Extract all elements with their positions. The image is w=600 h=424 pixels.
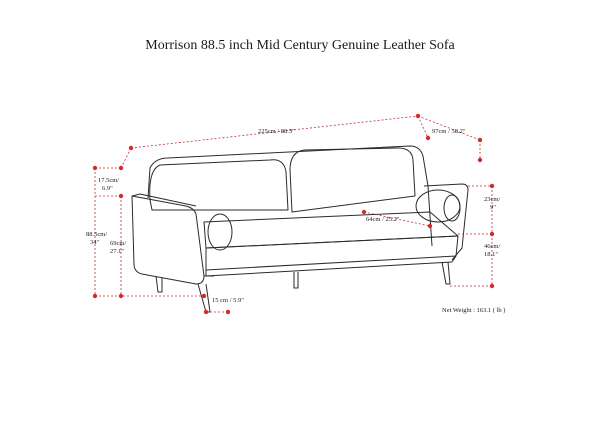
total-height-label-2: 34"	[90, 239, 100, 246]
leg-front-right	[441, 261, 451, 285]
left-arm	[131, 195, 205, 285]
back-cushion-left	[149, 159, 289, 211]
dot	[118, 293, 124, 299]
pillow-left	[207, 213, 233, 251]
pillow-label-1: 23cm/	[484, 196, 500, 203]
front-rail	[205, 235, 459, 271]
dot	[118, 165, 124, 171]
back-frame	[147, 145, 429, 199]
seat-height-label-1: 46cm/	[484, 243, 500, 250]
leg-back-right	[293, 272, 299, 289]
seat-depth-label: 64cm / 25.2"	[366, 216, 400, 223]
arm-height-label-2: 6.9"	[102, 185, 113, 192]
dimension-dots	[92, 113, 495, 315]
dot	[201, 293, 207, 299]
dot	[225, 309, 231, 315]
dot	[427, 223, 433, 229]
dot	[477, 137, 483, 143]
depth-label: 97cm / 38.2"	[432, 128, 466, 135]
dot	[92, 165, 98, 171]
pillow-label-2: 9"	[490, 204, 496, 211]
arm-height-label-1: 17.5cm/	[98, 177, 119, 184]
dot	[128, 145, 134, 151]
dot	[361, 209, 367, 215]
dot	[477, 157, 483, 163]
diagram-title: Morrison 88.5 inch Mid Century Genuine L…	[145, 38, 455, 53]
dot	[489, 183, 495, 189]
dot	[489, 231, 495, 237]
dot	[92, 293, 98, 299]
width-label: 225cm / 88.5"	[258, 128, 295, 135]
dimension-labels: 225cm / 88.5" 97cm / 38.2" 17.5cm/ 6.9" …	[86, 128, 505, 314]
back-cushion-right	[289, 147, 416, 213]
sofa-outline	[131, 145, 469, 313]
dot	[489, 283, 495, 289]
dot	[425, 135, 431, 141]
net-weight-label: Net Weight : 163.1 ( lb )	[442, 307, 505, 314]
seat-from-back-label-2: 27.1"	[110, 248, 124, 255]
right-arm	[423, 183, 469, 261]
dot	[415, 113, 421, 119]
dot	[203, 309, 209, 315]
seat-cushion	[203, 211, 459, 249]
dot	[118, 193, 124, 199]
seat-from-back-label-1: 69cm/	[110, 240, 126, 247]
seat-height-label-2: 18.1"	[484, 251, 498, 258]
total-height-label-1: 88.5cm/	[86, 231, 107, 238]
leg-height-label: 15 cm / 5.9"	[212, 297, 244, 304]
leg-back-left	[155, 275, 163, 293]
